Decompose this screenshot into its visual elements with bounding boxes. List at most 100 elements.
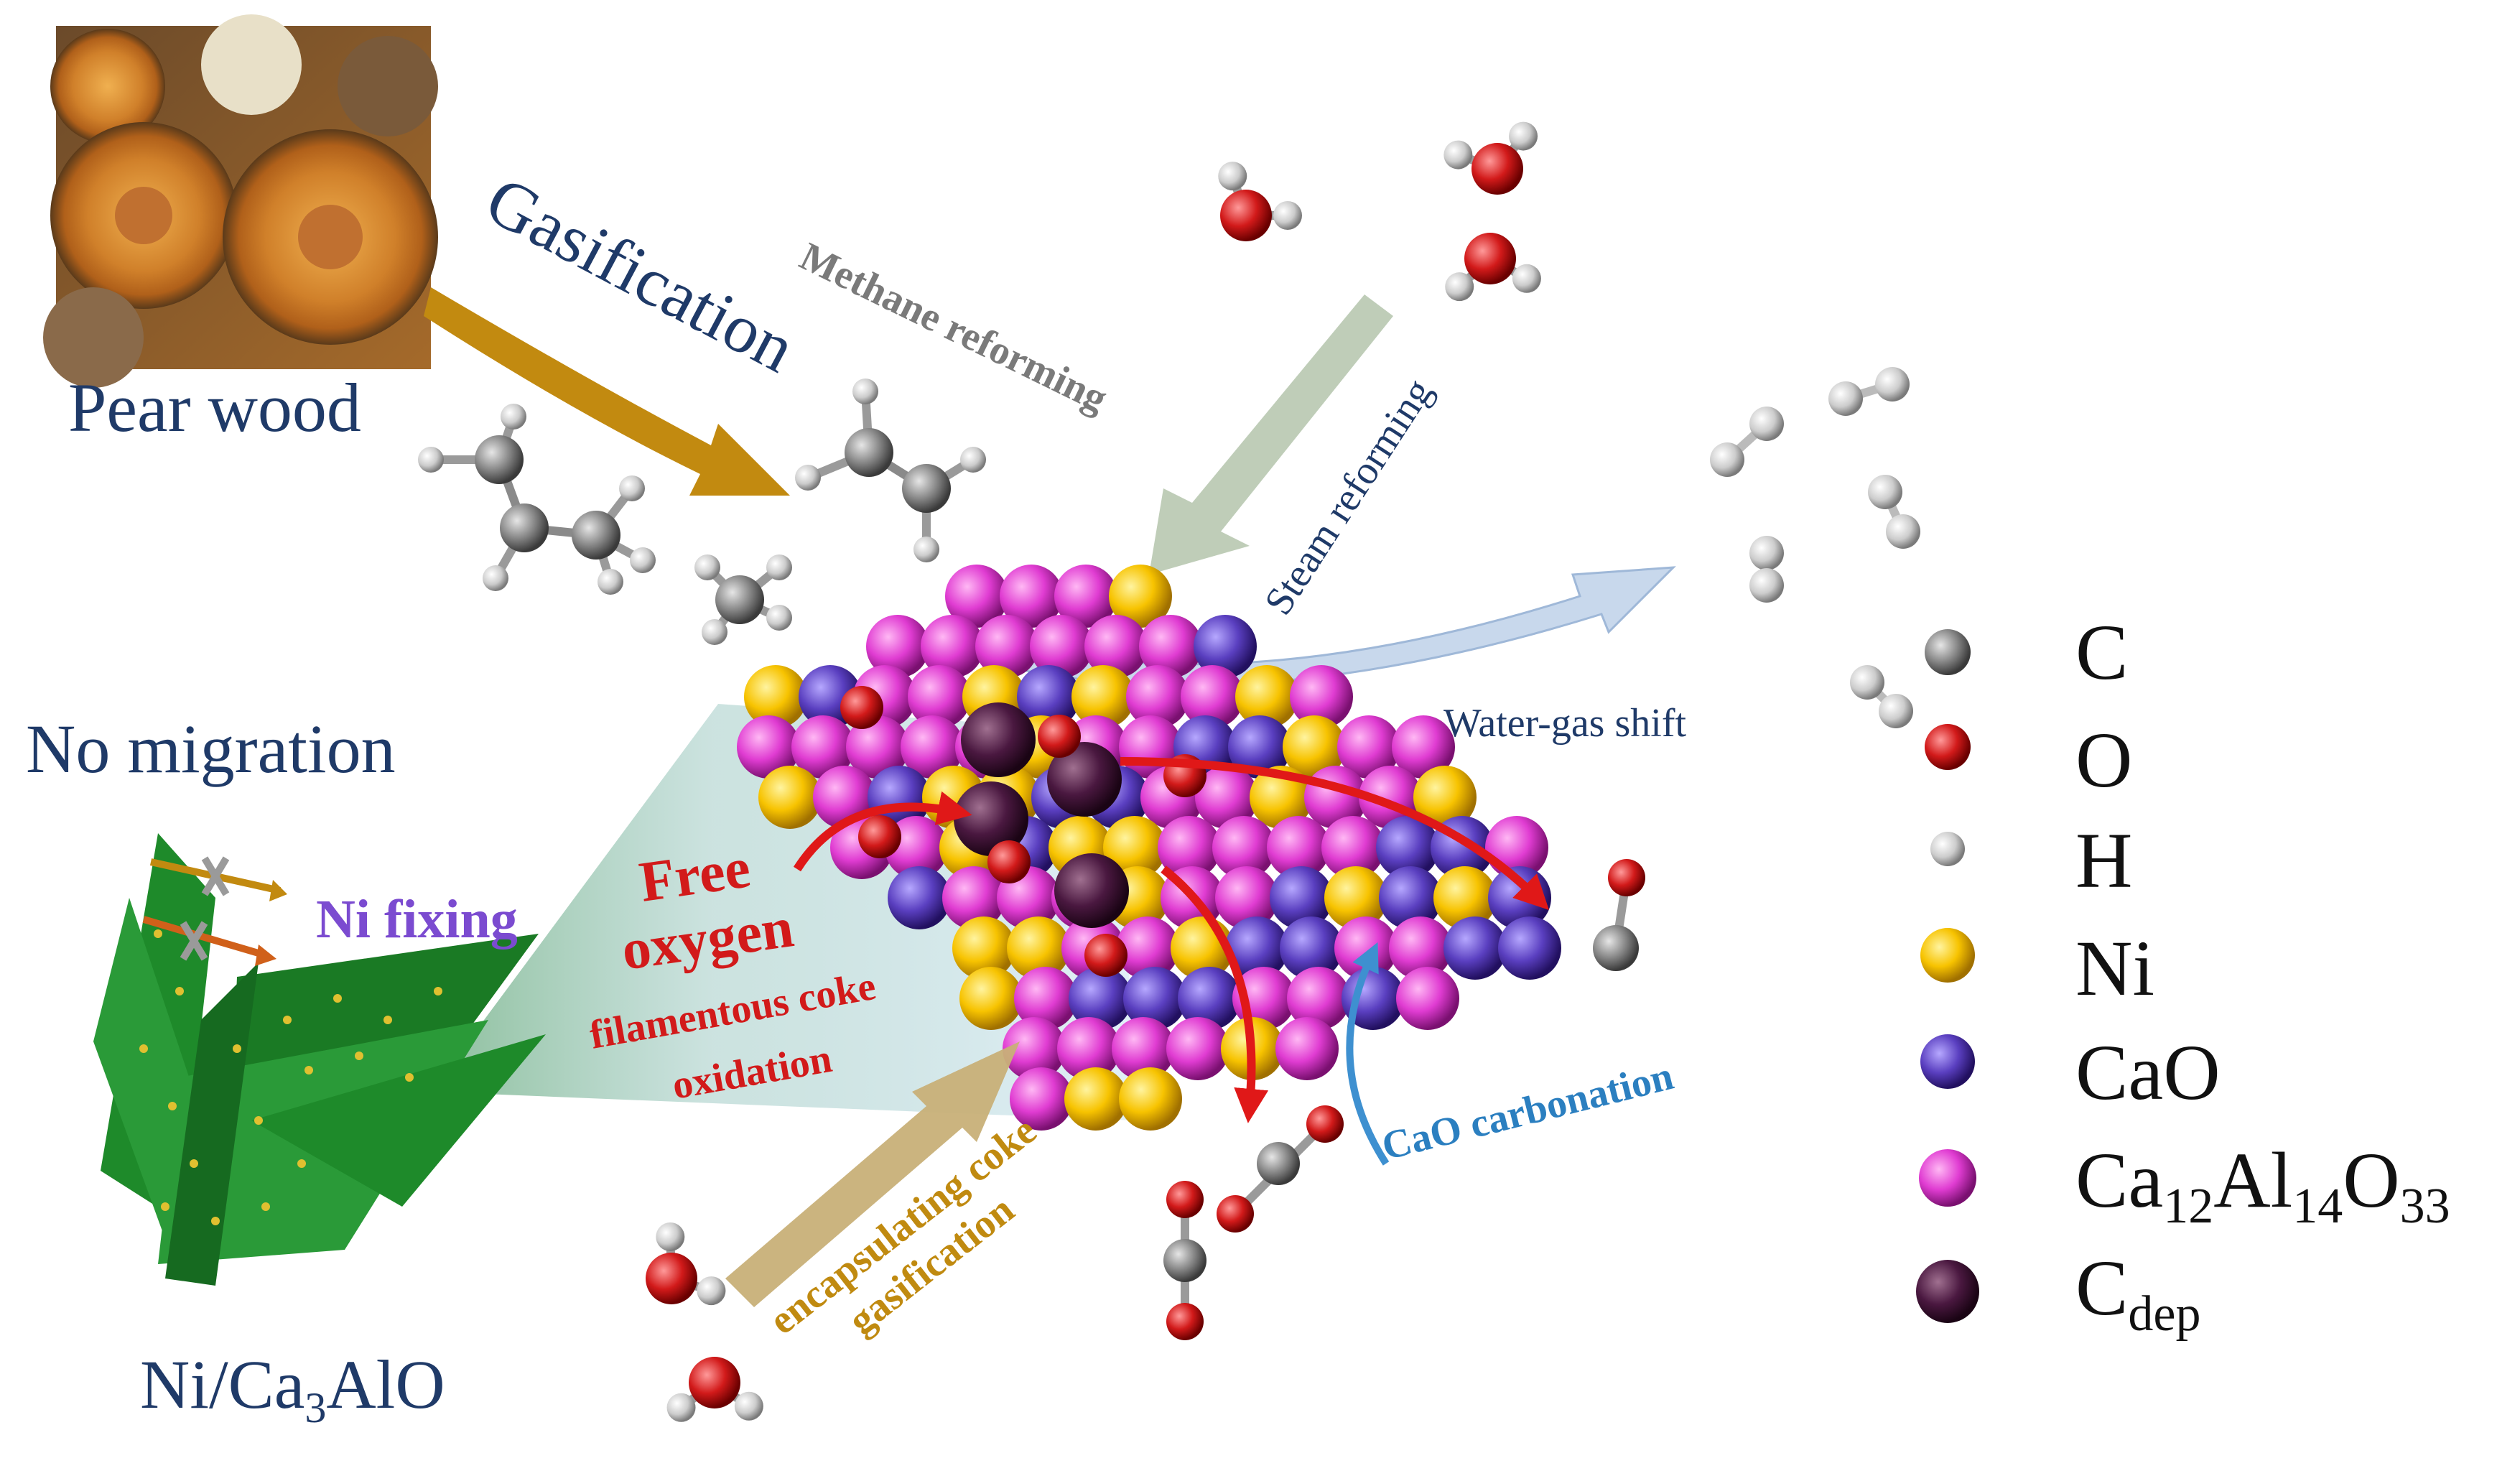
cdep-atom (954, 781, 1028, 856)
mayenite-atom (1139, 615, 1202, 678)
hydrocarbon-hydrogen-atom (795, 465, 821, 491)
gas-molecules (418, 121, 1920, 1422)
mayenite-atom (1166, 1017, 1229, 1080)
hydrogen-atom (1850, 665, 1884, 700)
mayenite-atom (866, 615, 929, 678)
ni-atom (1119, 1067, 1182, 1131)
hydrocarbon-hydrogen-atom (702, 619, 727, 645)
ni-fixing-arrows (142, 856, 287, 966)
cao-atom (1376, 816, 1439, 879)
pear-wood-photo (43, 14, 438, 388)
mayenite-atom (791, 715, 855, 779)
mayenite-atom (945, 565, 1008, 628)
mayenite-atom (1084, 615, 1148, 678)
cao-atom (1178, 967, 1241, 1030)
cao-carbonation-arrow (1346, 942, 1390, 1166)
ni-atom (1103, 816, 1166, 879)
mayenite-atom (975, 615, 1038, 678)
hydrocarbon-carbon-atom (475, 435, 524, 484)
ni-atom (1064, 1067, 1128, 1131)
oxygen-atom (1038, 715, 1081, 758)
hydrocarbon-carbon-atom (500, 503, 549, 552)
hydrocarbon-hydrogen-atom (766, 554, 792, 580)
cao-atom (1069, 967, 1132, 1030)
legend-ni-label: Ni (2075, 924, 2154, 1012)
water-hydrogen-atom (1218, 162, 1247, 191)
legend-h-label: H (2075, 817, 2132, 904)
cao-atom (888, 866, 951, 929)
cao-carbonation-label: CaO carbonation (1377, 1054, 1678, 1169)
mayenite-atom (1337, 715, 1400, 779)
legend: C O H Ni CaO Ca12Al14O33 Cdep (1916, 608, 2450, 1342)
water-oxygen-atom (646, 1253, 697, 1304)
water-hydrogen-atom (1443, 140, 1473, 170)
co2-oxygen-atom (1166, 1181, 1204, 1218)
ni-atom (744, 665, 807, 728)
co2-carbon-atom (1163, 1239, 1206, 1282)
mayenite-atom (1212, 816, 1275, 879)
oxygen-atom (987, 840, 1031, 883)
hydrocarbon-hydrogen-atom (619, 475, 645, 501)
oxygen-atom (1084, 934, 1128, 977)
hydrocarbon-carbon-atom (572, 511, 620, 560)
ni-atom (758, 766, 822, 829)
co2-oxygen-atom (1217, 1195, 1254, 1233)
legend-mayenite-swatch (1919, 1149, 1976, 1207)
hydrocarbon-hydrogen-atom (852, 379, 878, 404)
legend-h-swatch (1930, 832, 1965, 866)
hydrogen-atom (1710, 442, 1744, 477)
hydrocarbon-carbon-atom (902, 464, 951, 513)
catalyst-atom-cluster (737, 565, 1561, 1131)
cdep-atom (961, 702, 1036, 777)
cao-atom (1498, 916, 1561, 980)
catalyst-leaves (93, 833, 546, 1286)
mayenite-atom (1181, 665, 1244, 728)
hydrogen-atom (1868, 475, 1902, 509)
hydrocarbon-hydrogen-atom (630, 547, 656, 573)
ni-atom (1283, 715, 1346, 779)
hydrogen-atom (1749, 407, 1784, 441)
mayenite-atom (1158, 816, 1221, 879)
free-label: Free (636, 836, 754, 914)
hydrocarbon-hydrogen-atom (483, 565, 508, 591)
oxygen-transfer-arrows (793, 757, 1549, 1123)
legend-o-swatch (1925, 724, 1971, 770)
hydrogen-atom (1879, 694, 1913, 728)
hydrogen-atom (1749, 568, 1784, 603)
hydrogen-atom (1875, 367, 1910, 402)
mayenite-atom (1054, 565, 1117, 628)
mayenite-atom (846, 715, 909, 779)
cdep-atom (1054, 853, 1129, 928)
ni-atom (1324, 866, 1387, 929)
catalyst-label: Ni/Ca3AlO (140, 1346, 445, 1431)
hydrocarbon-hydrogen-atom (598, 569, 623, 595)
mayenite-atom (921, 615, 984, 678)
encapsulating-coke-arrow (725, 1041, 1020, 1307)
hydrocarbon-hydrogen-atom (418, 447, 444, 473)
co-oxygen-atom (1608, 859, 1645, 896)
hydrocarbon-carbon-atom (715, 575, 764, 624)
cao-atom (1123, 967, 1186, 1030)
ni-atom (959, 967, 1023, 1030)
mayenite-atom (1287, 967, 1350, 1030)
legend-c-label: C (2075, 608, 2128, 696)
ni-atom (1413, 766, 1477, 829)
gasification-arrow (424, 287, 790, 496)
cao-atom (1194, 615, 1257, 678)
water-hydrogen-atom (734, 1391, 763, 1421)
hydrogen-atom (1886, 514, 1920, 549)
water-oxygen-atom (1464, 233, 1516, 284)
co2-carbon-atom (1257, 1142, 1300, 1185)
cao-atom (1443, 916, 1507, 980)
hydrocarbon-hydrogen-atom (694, 554, 720, 580)
no-migration-label: No migration (26, 710, 396, 787)
oxygen-atom (858, 815, 901, 858)
mayenite-atom (1267, 816, 1330, 879)
mayenite-atom (1010, 1067, 1073, 1131)
cao-atom (1379, 866, 1442, 929)
ni-atom (1007, 916, 1070, 980)
water-hydrogen-atom (656, 1222, 685, 1252)
mayenite-atom (1003, 1017, 1066, 1080)
cao-atom (1270, 866, 1333, 929)
mayenite-atom (1030, 615, 1093, 678)
